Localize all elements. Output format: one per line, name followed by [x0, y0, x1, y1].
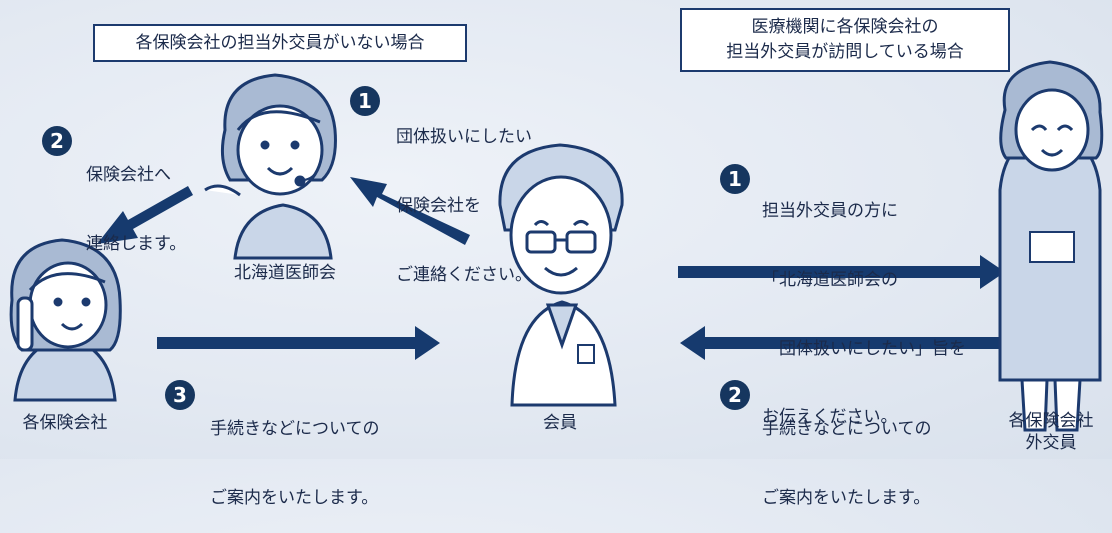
step-2-right-line1: 手続きなどについての	[762, 418, 932, 439]
step-2-left-text: 保険会社へ 連絡します。	[86, 118, 186, 279]
arrow-association-to-company	[97, 186, 193, 244]
right-header-line2: 担当外交員が訪問している場合	[726, 42, 964, 62]
step-1-left-line3: ご連絡ください。	[396, 264, 532, 285]
arrow-member-to-association	[350, 177, 470, 245]
left-scenario-header: 各保険会社の担当外交員がいない場合	[93, 24, 467, 62]
step-1-right-line4: お伝えください。	[762, 407, 898, 428]
step-1-left-line1: 団体扱いにしたい	[396, 126, 532, 147]
insurance-company-illustration	[9, 238, 122, 402]
association-label: 北海道医師会	[234, 263, 336, 283]
arrow-agent-to-member	[680, 326, 1000, 360]
step-1-right-line1: 担当外交員の方に	[762, 200, 898, 221]
arrow-company-to-member	[157, 326, 440, 360]
step-3-left-text: 手続きなどについての ご案内をいたします。	[210, 372, 380, 533]
step-3-left-line2: ご案内をいたします。	[210, 487, 379, 508]
agent-label-line1: 各保険会社	[1008, 411, 1094, 431]
step-2-left-line1: 保険会社へ	[86, 164, 171, 185]
step-1-left-line2: 保険会社を	[396, 195, 481, 216]
step-1-right-line3: 団体扱いにしたい」旨を	[762, 338, 966, 359]
step-2-left-badge: 2	[42, 126, 72, 156]
right-scenario-header: 医療機関に各保険会社の 担当外交員が訪問している場合	[680, 8, 1010, 72]
agent-illustration	[998, 60, 1104, 432]
flow-diagram	[9, 60, 1104, 432]
right-header-line1: 医療機関に各保険会社の	[751, 17, 939, 38]
step-1-right-line2: 「北海道医師会の	[762, 269, 898, 290]
agent-label-line2: 外交員	[1025, 433, 1077, 454]
step-1-right-text: 担当外交員の方に 「北海道医師会の 団体扱いにしたい」旨を お伝えください。	[762, 154, 966, 452]
step-3-left-badge: 3	[165, 380, 195, 410]
agent-label: 各保険会社 外交員	[992, 410, 1110, 454]
step-1-left-text: 団体扱いにしたい 保険会社を ご連絡ください。	[396, 80, 532, 309]
association-staff-illustration	[204, 73, 337, 260]
step-2-right-text: 手続きなどについての ご案内をいたします。	[762, 372, 932, 533]
member-label: 会員	[543, 413, 577, 433]
step-2-right-badge: 2	[720, 380, 750, 410]
left-scenario-header-text: 各保険会社の担当外交員がいない場合	[135, 32, 425, 53]
step-1-right-badge: 1	[720, 164, 750, 194]
step-2-left-line2: 連絡します。	[86, 233, 187, 254]
step-3-left-line1: 手続きなどについての	[210, 418, 380, 439]
step-2-right-line2: ご案内をいたします。	[762, 487, 931, 508]
step-1-left-badge: 1	[350, 86, 380, 116]
insurance-company-label: 各保険会社	[22, 413, 108, 433]
flow-arrows	[97, 177, 1005, 360]
arrow-member-to-agent	[678, 255, 1005, 289]
member-doctor-illustration	[498, 143, 624, 407]
